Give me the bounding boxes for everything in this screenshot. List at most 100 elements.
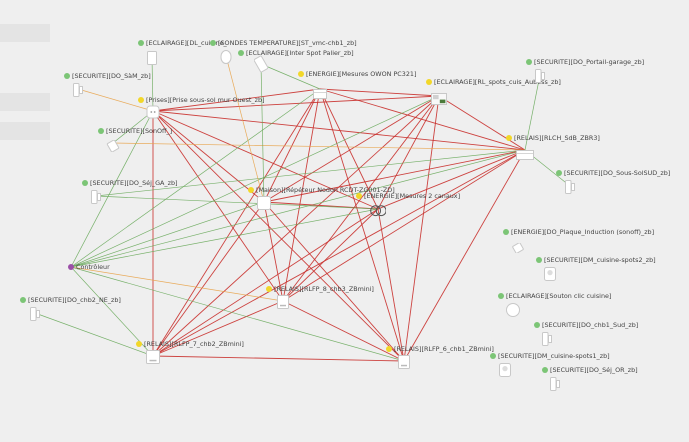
link-n14-n22 [377,208,405,362]
link-n13-n22 [263,201,405,362]
clamp-icon[interactable] [370,202,387,217]
link-n8-n4 [77,88,154,112]
node-label[interactable]: [SECURITE][DO_Séj_GA_zb] [90,179,178,187]
node-label[interactable]: [SECURITE][DO_Séj_OR_zb] [550,366,638,374]
mini-relay-icon[interactable] [277,294,289,309]
link-n6-n10 [438,95,526,151]
link-n14-n18 [282,208,379,302]
door-sensor-icon[interactable] [542,331,552,346]
ghost-bar-2 [0,93,50,111]
status-dot [536,257,542,263]
din-module-icon[interactable] [516,145,534,160]
link-n5-coord [70,88,321,268]
door-sensor-icon[interactable] [73,82,83,97]
node-label[interactable]: [SECURITE][DO_chb1_Sud_zb] [542,321,639,329]
link-n10-coord [70,149,526,268]
node-label[interactable]: [SECURITE][DO_Sous-SolSUD_zb] [564,169,671,177]
door-sensor-icon[interactable] [535,68,545,83]
link-n10-n9 [112,142,526,151]
link-n10-n21 [152,149,526,357]
ghost-bar-1 [0,24,50,42]
node-label[interactable]: [ENERGIE][Mesures 2 canaux] [364,192,461,200]
link-n13-n2 [225,55,265,203]
node-label[interactable]: [ENERGIE][Mesures OWON PC321] [306,70,417,78]
link-n6-n21 [152,95,440,357]
link-n8-n10 [152,110,526,151]
node-label[interactable]: [SECURITE][DM_cuisine-spots1_zb] [498,352,610,360]
rect-icon[interactable] [147,50,157,65]
plug-icon[interactable] [146,104,160,119]
relay-board-icon[interactable] [431,90,447,105]
status-dot [542,367,548,373]
link-n8-n22 [152,110,405,362]
link-n8-n5 [152,88,321,112]
round-sensor-icon[interactable] [220,49,232,64]
node-label[interactable]: [SECURITE][DO_chb2_NE_zb] [28,296,121,304]
link-n8-n9 [112,110,154,144]
link-n6-n18 [282,95,440,302]
node-label[interactable]: [ECLAIRAGE][Souton clic cuisine] [506,292,612,300]
link-n5-n18 [282,88,321,302]
link-n18-n21 [152,300,284,357]
status-dot [386,346,392,352]
mini-relay-icon[interactable] [146,349,160,364]
link-n13-coord [70,201,265,268]
node-label[interactable]: [SECURITE][SonOff_] [106,127,173,135]
node-label[interactable]: [SECURITE][DM_cuisine-spots2_zb] [544,256,656,264]
link-n10-n14 [377,149,526,210]
din-module-icon[interactable] [313,84,327,99]
status-dot [248,187,254,193]
link-n6-n14 [377,95,440,210]
link-n10-n22 [403,149,526,362]
node-label[interactable]: [SONDES TEMPERATURE][ST_vmc-chb1_zb] [218,39,357,47]
link-layer [34,55,571,362]
node-label[interactable]: [ECLAIRAGE][Inter Spot Palier_zb] [246,49,354,57]
ghost-bar-3 [0,122,50,140]
status-dot [138,97,144,103]
door-sensor-icon[interactable] [91,189,101,204]
link-n8-n18 [152,110,284,302]
door-sensor-icon[interactable] [565,179,575,194]
link-n14-coord [70,208,379,268]
status-dot [526,59,532,65]
status-dot [20,297,26,303]
link-n8-n13 [152,110,265,203]
node-label[interactable]: [ECLAIRAGE][RL_spots_cuis_Aubess_zb] [434,78,561,86]
door-sensor-icon[interactable] [550,376,560,391]
link-n6-n13 [263,95,440,203]
link-n21-n22 [152,355,405,362]
round-button-icon[interactable] [506,302,520,317]
link-n21-n19 [34,312,154,357]
link-n13-n3 [260,63,265,203]
node-label[interactable]: [Prises][Prise sous-sol mur Ouest_zb] [146,96,265,104]
tilted-box-icon[interactable] [253,55,269,73]
link-n10-n13 [263,149,526,203]
node-label[interactable]: [RELAIS][RLFP_8_chb3_ZBmini] [274,285,374,293]
node-label[interactable]: [RELAIS][RLFP_6_chb1_ZBmini] [394,345,494,353]
link-n13-n18 [263,201,284,302]
node-label[interactable]: [RELAIS][RLFP_7_chb2_ZBmini] [144,340,244,348]
node-label[interactable]: Contrôleur [76,263,110,271]
status-dot [98,128,104,134]
node-label[interactable]: [ENERGIE][DO_Plaque_Induction (sonoff)_z… [511,228,655,236]
status-dot [556,170,562,176]
motion-sensor-icon[interactable] [499,362,511,377]
link-n8-n6 [152,95,440,112]
node-label[interactable]: [ECLAIRAGE][DL_cuisine_ [146,39,227,47]
node-label[interactable]: [RELAIS][RLCH_SdB_ZBR3] [514,134,600,142]
motion-sensor-icon[interactable] [544,266,556,281]
node-label[interactable]: [Maison][Répéteur Nodon RCDT-ZG001-ZD] [256,186,395,194]
tilted-box-icon[interactable] [511,238,525,254]
mini-relay-icon[interactable] [398,354,410,369]
status-dot [266,286,272,292]
node-label[interactable]: [SECURITE][DO_SàM_zb] [72,72,151,80]
link-n18-coord [70,266,284,302]
door-sensor-icon[interactable] [30,306,40,321]
link-n18-n22 [282,300,405,362]
tilted-box-icon[interactable] [106,137,120,153]
node-label[interactable]: [SECURITE][DO_Portail-garage_zb] [534,58,645,66]
status-dot [490,353,496,359]
status-dot [498,293,504,299]
square-box-icon[interactable] [257,195,271,210]
